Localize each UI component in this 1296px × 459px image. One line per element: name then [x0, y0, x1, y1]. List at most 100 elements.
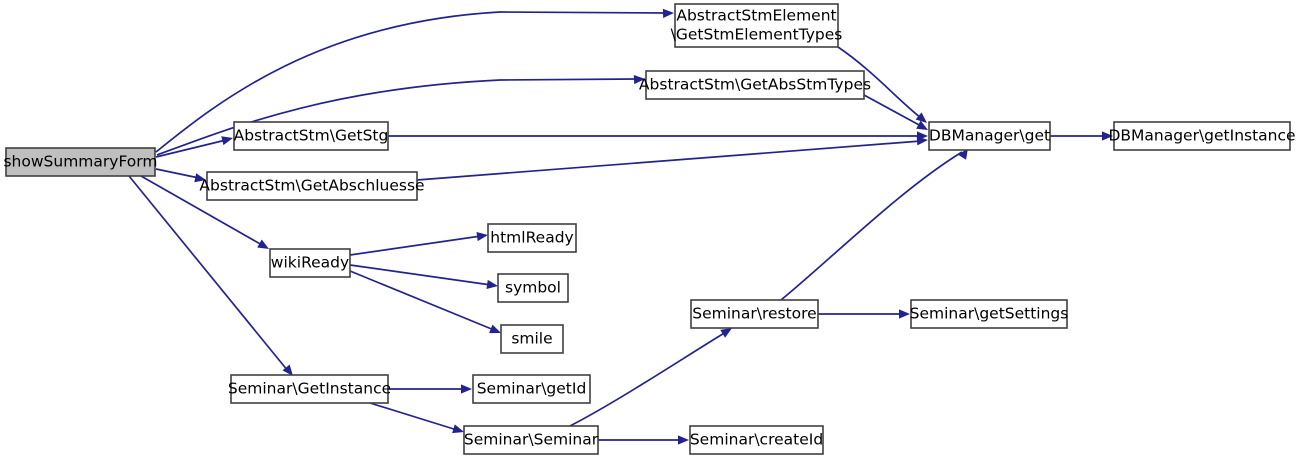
node-box[interactable]: [1113, 121, 1291, 151]
graph-node-AbstractStm_GetAbschluesse[interactable]: AbstractStm\GetAbschluesse: [199, 171, 425, 201]
edge-line: [155, 139, 227, 158]
graph-node-AbstractStm_GetStg[interactable]: AbstractStm\GetStg: [233, 121, 389, 151]
edge-showSummaryForm-to-AbstractStm_GetAbsStmTypes: [156, 74, 645, 156]
node-label: AbstractStm\GetAbsStmTypes: [639, 76, 871, 94]
edge-line: [780, 151, 963, 301]
graph-node-AbstractStm_GetAbsStmTypes[interactable]: AbstractStm\GetAbsStmTypes: [639, 70, 871, 100]
graph-node-Seminar_createId[interactable]: Seminar\createId: [689, 425, 824, 455]
edge-Seminar_Seminar-to-Seminar_createId: [598, 435, 689, 445]
graph-node-Seminar_getId[interactable]: Seminar\getId: [472, 374, 591, 404]
node-box[interactable]: [487, 223, 577, 253]
node-label: Seminar\Seminar: [464, 431, 599, 449]
node-box[interactable]: [233, 121, 389, 151]
node-box[interactable]: [463, 425, 599, 455]
node-label: Seminar\getSettings: [910, 305, 1069, 323]
edge-showSummaryForm-to-AbstractStm_GetStg: [155, 136, 233, 158]
edge-Seminar_GetInstance-to-Seminar_getId: [388, 384, 472, 394]
arrowhead-icon: [489, 324, 501, 334]
edge-line: [863, 94, 922, 127]
arrowhead-icon: [476, 231, 488, 242]
node-box[interactable]: [497, 273, 569, 303]
node-label: DBManager\get: [929, 127, 1050, 145]
edge-wikiReady-to-symbol: [349, 264, 498, 290]
arrowhead-icon: [899, 309, 910, 319]
graph-node-htmlReady[interactable]: htmlReady: [487, 223, 577, 253]
graph-node-DBManager_getInstance[interactable]: DBManager\getInstance: [1108, 121, 1296, 151]
edge-Seminar_Seminar-to-Seminar_restore: [569, 328, 732, 427]
edge-line: [349, 235, 482, 256]
graph-node-Seminar_Seminar[interactable]: Seminar\Seminar: [463, 425, 599, 455]
edge-AbstractStm_GetStg-to-DBManager_get: [388, 131, 928, 141]
node-box[interactable]: [269, 248, 351, 278]
graph-node-symbol[interactable]: symbol: [497, 273, 569, 303]
edge-showSummaryForm-to-Seminar_GetInstance: [128, 175, 293, 376]
arrowhead-icon: [257, 239, 269, 249]
arrowhead-icon: [221, 136, 233, 146]
arrowhead-icon: [282, 364, 293, 376]
arrowhead-icon: [958, 148, 968, 160]
node-label: AbstractStmElement: [676, 7, 836, 25]
edge-Seminar_restore-to-DBManager_get: [780, 148, 968, 301]
edge-line: [140, 175, 263, 246]
arrowhead-icon: [916, 120, 928, 130]
graph-node-Seminar_restore[interactable]: Seminar\restore: [690, 299, 819, 329]
arrowhead-icon: [915, 112, 927, 123]
node-box[interactable]: [645, 70, 865, 100]
edge-Seminar_restore-to-Seminar_getSettings: [818, 309, 910, 319]
edge-showSummaryForm-to-AbstractStm_GetAbschluesse: [155, 168, 206, 183]
node-box[interactable]: [5, 147, 156, 177]
node-label: \GetStmElementTypes: [671, 26, 843, 44]
graph-node-wikiReady[interactable]: wikiReady: [269, 248, 351, 278]
node-label: AbstractStm\GetAbschluesse: [199, 177, 424, 195]
node-box[interactable]: [472, 374, 591, 404]
arrowhead-icon: [916, 136, 928, 146]
node-label: AbstractStm\GetStg: [234, 127, 389, 145]
arrowhead-icon: [720, 328, 732, 338]
node-box[interactable]: [910, 299, 1068, 329]
node-label: Seminar\restore: [692, 305, 816, 323]
edge-AbstractStmElement_GetStmElementTypes-to-DBManager_get: [837, 46, 927, 123]
edge-AbstractStm_GetAbschluesse-to-DBManager_get: [416, 136, 928, 181]
edge-Seminar_GetInstance-to-Seminar_Seminar: [369, 402, 464, 434]
graph-node-showSummaryForm[interactable]: showSummaryForm: [3, 147, 158, 177]
node-box[interactable]: [674, 3, 839, 48]
graph-node-DBManager_get[interactable]: DBManager\get: [928, 121, 1051, 151]
edge-wikiReady-to-smile: [349, 270, 501, 334]
arrowhead-icon: [461, 384, 472, 394]
edges-layer: [128, 8, 1113, 445]
edge-line: [155, 11, 668, 153]
node-box[interactable]: [689, 425, 824, 455]
node-label: Seminar\getId: [477, 380, 587, 398]
edge-wikiReady-to-htmlReady: [349, 231, 488, 256]
arrowhead-icon: [452, 424, 464, 434]
graph-node-Seminar_getSettings[interactable]: Seminar\getSettings: [910, 299, 1069, 329]
nodes-layer: showSummaryForm AbstractStmElement\GetStm…: [3, 3, 1296, 455]
edge-AbstractStm_GetAbsStmTypes-to-DBManager_get: [863, 94, 928, 130]
node-label: wikiReady: [271, 254, 349, 272]
arrowhead-icon: [194, 173, 206, 183]
edge-line: [349, 270, 495, 331]
node-box[interactable]: [500, 324, 564, 354]
graph-node-AbstractStmElement_GetStmElementTypes[interactable]: AbstractStmElement\GetStmElementTypes: [671, 3, 843, 48]
node-label: DBManager\getInstance: [1108, 127, 1295, 145]
node-label: smile: [511, 330, 552, 348]
edge-line: [837, 46, 922, 119]
node-box[interactable]: [690, 299, 819, 329]
graph-node-Seminar_GetInstance[interactable]: Seminar\GetInstance: [228, 374, 391, 404]
arrowhead-icon: [678, 435, 689, 445]
node-box[interactable]: [206, 171, 418, 201]
edge-line: [349, 264, 492, 286]
graph-node-smile[interactable]: smile: [500, 324, 564, 354]
node-box[interactable]: [230, 374, 389, 404]
edge-line: [369, 402, 458, 431]
node-label: Seminar\createId: [690, 431, 823, 449]
edge-DBManager_get-to-DBManager_getInstance: [1050, 131, 1113, 141]
node-box[interactable]: [928, 121, 1051, 151]
arrowhead-icon: [486, 279, 498, 290]
edge-line: [569, 331, 727, 427]
arrowhead-icon: [1102, 131, 1113, 141]
node-label: showSummaryForm: [3, 153, 157, 171]
arrowhead-icon: [633, 74, 645, 85]
